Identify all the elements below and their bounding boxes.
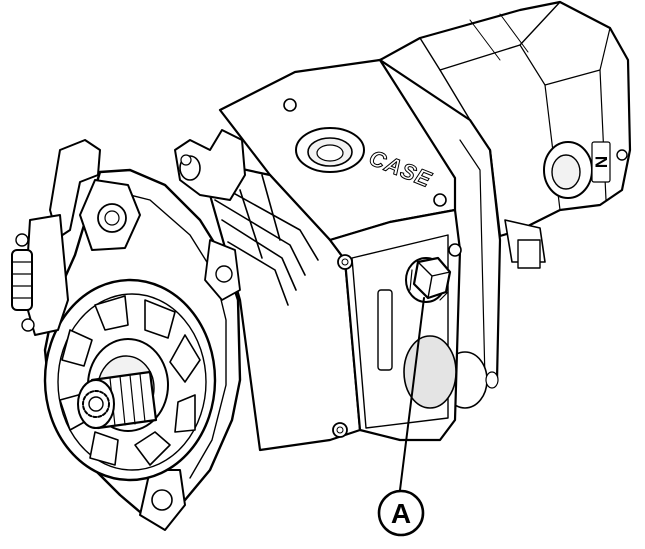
callout-a-leader: [399, 297, 425, 491]
splined-shaft: [77, 370, 158, 430]
rear-marking-text: N: [592, 156, 611, 168]
callout-a: A: [377, 297, 425, 537]
plug-fitting: [405, 256, 452, 303]
rear-pump-body: N: [378, 0, 632, 269]
callout-a-label: A: [391, 498, 411, 529]
callout-a-circle: [377, 489, 425, 537]
control-bracket: [11, 129, 246, 336]
